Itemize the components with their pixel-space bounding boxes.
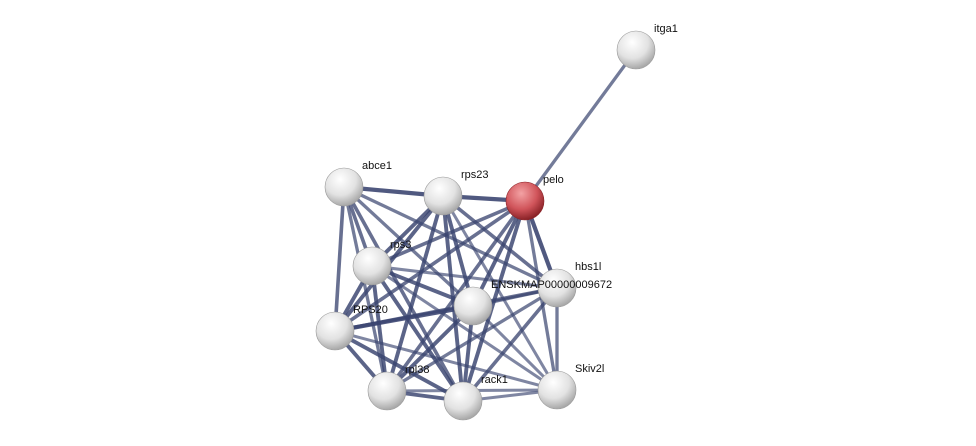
edge-pelo-rpl38[interactable] [385,199,527,393]
node-sphere[interactable] [505,181,545,221]
node-sphere[interactable] [352,246,392,286]
edge-rps3-hbs1l[interactable] [371,264,558,290]
node-sphere[interactable] [443,381,483,421]
node-label: rps3 [390,239,411,251]
node-sphere[interactable] [423,176,463,216]
node-Skiv2l[interactable]: Skiv2l [537,363,604,410]
node-sphere[interactable] [537,370,577,410]
edge-abce1-rack1[interactable] [342,186,465,402]
edge-ensk-Skiv2l[interactable] [471,304,559,392]
node-hbs1l[interactable]: hbs1l [537,261,601,308]
node-sphere[interactable] [537,268,577,308]
node-rack1[interactable]: rack1 [443,374,508,421]
node-label: hbs1l [575,261,601,273]
edge-rps3-Skiv2l[interactable] [371,264,558,392]
edge-abce1-rpl38[interactable] [342,186,389,392]
node-itga1[interactable]: itga1 [616,23,678,70]
node-rpl38[interactable]: rpl38 [367,364,429,411]
node-label: pelo [543,174,564,186]
node-sphere[interactable] [315,311,355,351]
node-ensk[interactable]: ENSKMAP00000009672 [453,279,612,326]
edge-abce1-hbs1l[interactable] [343,185,558,290]
node-label: rack1 [481,374,508,386]
node-label: RPS20 [353,304,388,316]
node-pelo[interactable]: pelo [505,174,564,221]
node-sphere[interactable] [616,30,656,70]
edge-rps3-rack1[interactable] [370,264,465,403]
node-sphere[interactable] [367,371,407,411]
node-sphere[interactable] [453,286,493,326]
edge-rps23-Skiv2l[interactable] [441,195,559,391]
node-label: abce1 [362,160,392,172]
node-rps3[interactable]: rps3 [352,239,411,286]
edge-pelo-ensk[interactable] [471,200,527,307]
node-rps23[interactable]: rps23 [423,169,489,216]
node-label: itga1 [654,23,678,35]
edge-rps3-rpl38[interactable] [370,265,389,392]
node-label: rpl38 [405,364,429,376]
node-RPS20[interactable]: RPS20 [315,304,388,351]
node-label: Skiv2l [575,363,604,375]
node-label: rps23 [461,169,489,181]
edge-ensk-RPS20[interactable] [334,303,474,334]
node-sphere[interactable] [324,167,364,207]
edge-RPS20-Skiv2l[interactable] [334,329,558,392]
node-abce1[interactable]: abce1 [324,160,392,207]
edge-rps23-hbs1l[interactable] [441,194,559,290]
edge-ensk-rpl38[interactable] [385,304,475,393]
edge-abce1-RPS20[interactable] [333,186,346,332]
node-label: ENSKMAP00000009672 [491,279,612,291]
edge-itga1-pelo[interactable] [523,49,638,202]
